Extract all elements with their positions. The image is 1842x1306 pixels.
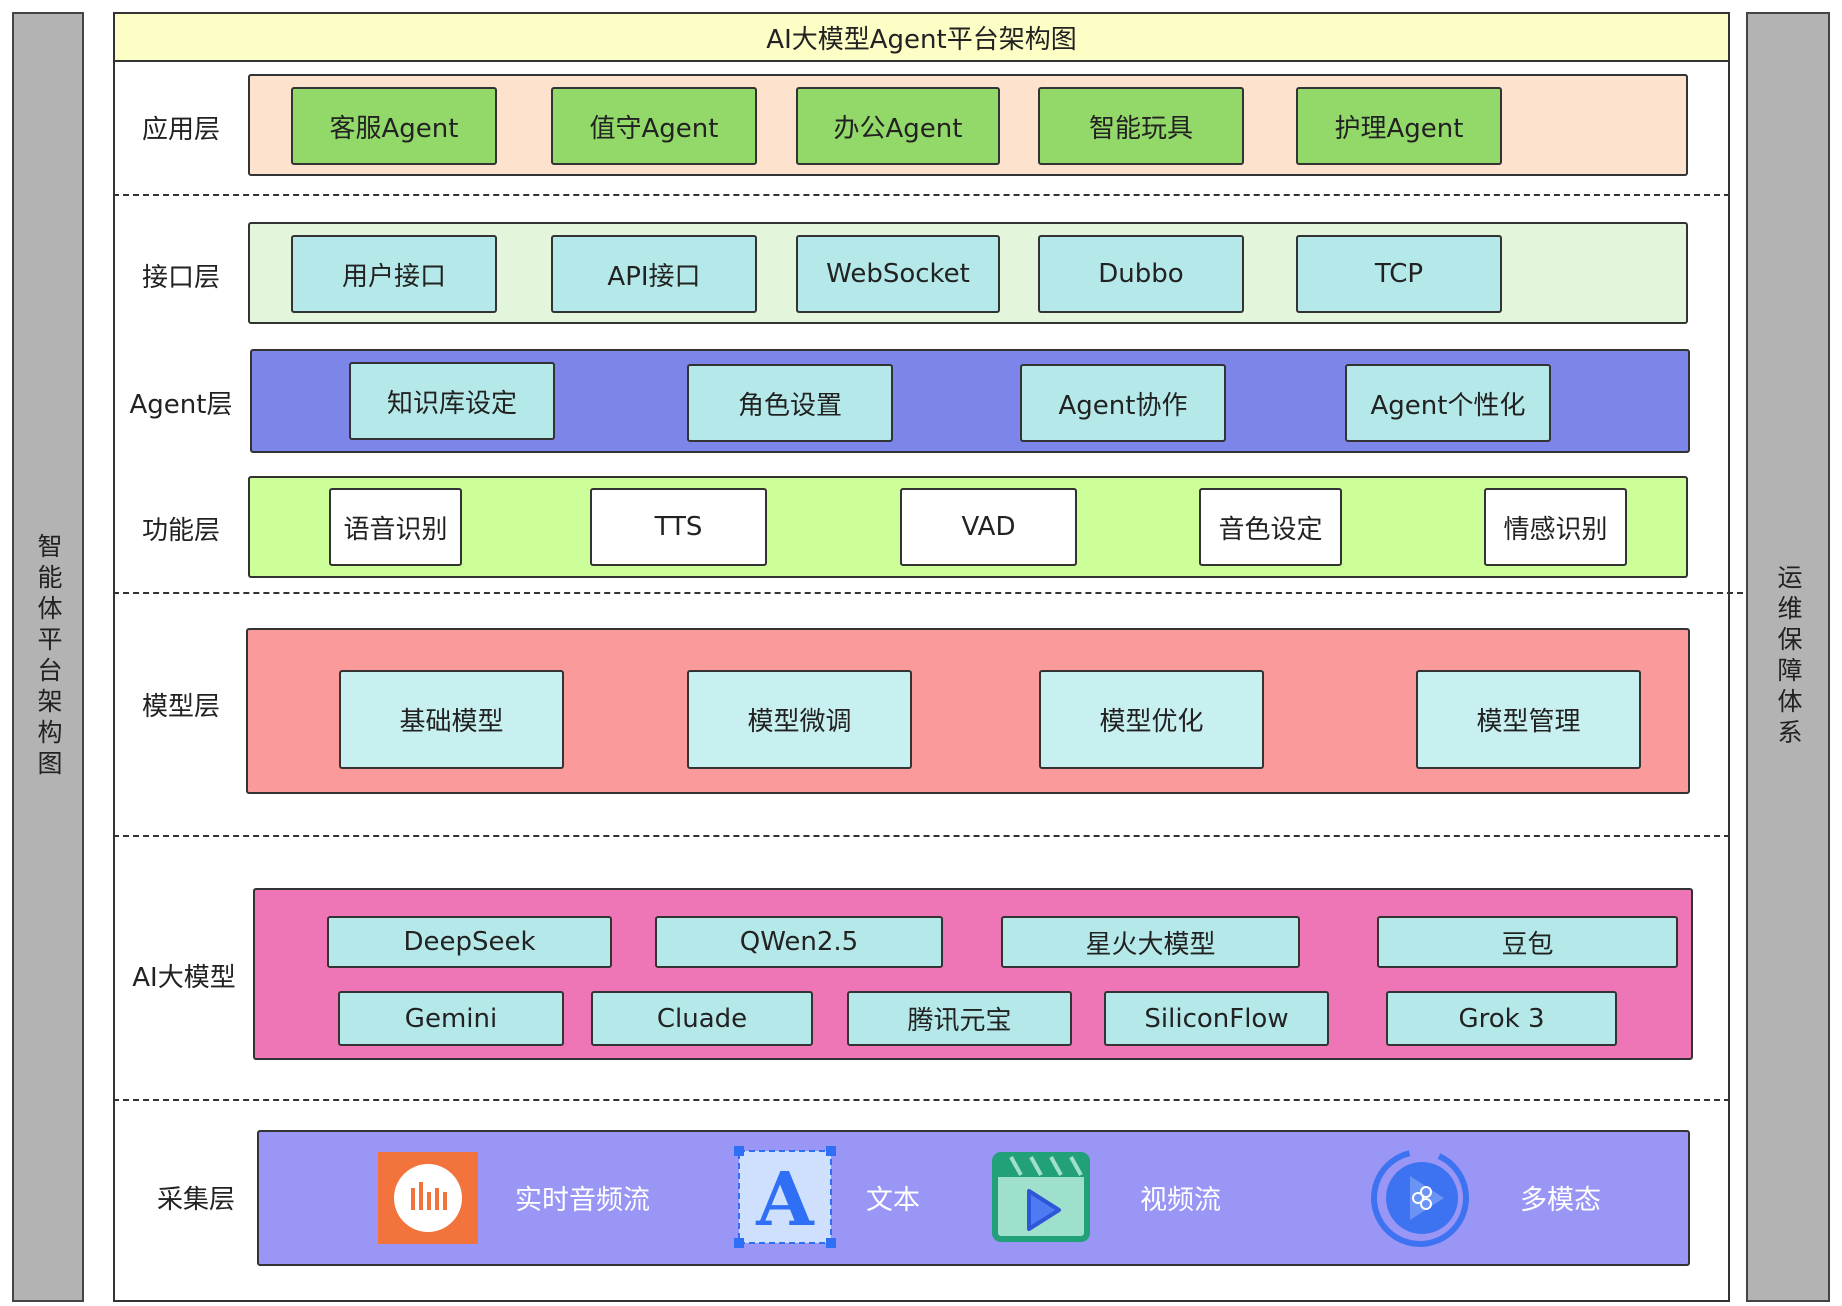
model-item: 模型优化 — [1039, 670, 1264, 769]
llm-item: Gemini — [338, 991, 564, 1046]
collect-item-label: 文本 — [866, 1184, 920, 1216]
audio-waveform-icon — [378, 1152, 478, 1244]
llm-item: Cluade — [591, 991, 813, 1046]
interface-item: WebSocket — [796, 235, 1000, 313]
llm-item: SiliconFlow — [1104, 991, 1329, 1046]
text-icon-glyph: A — [755, 1157, 815, 1243]
layer-label-function: 功能层 — [141, 515, 220, 546]
app-item: 客服Agent — [291, 87, 497, 165]
layer-label-collect: 采集层 — [156, 1184, 235, 1215]
model-item: 基础模型 — [339, 670, 564, 769]
function-item: 语音识别 — [329, 488, 462, 566]
left-side-panel: 智能体平台架构图 — [12, 12, 84, 1302]
agent-item: 知识库设定 — [349, 362, 555, 440]
collect-item-label: 视频流 — [1140, 1184, 1221, 1216]
agent-item: Agent协作 — [1020, 364, 1226, 442]
function-item: VAD — [900, 488, 1077, 566]
app-item: 办公Agent — [796, 87, 1000, 165]
app-item: 智能玩具 — [1038, 87, 1244, 165]
llm-item: Grok 3 — [1386, 991, 1617, 1046]
app-item: 值守Agent — [551, 87, 757, 165]
layer-label-llm: AI大模型 — [132, 962, 236, 993]
right-side-title: 运维保障体系 — [1774, 564, 1803, 750]
model-item: 模型管理 — [1416, 670, 1641, 769]
agent-item: Agent个性化 — [1345, 364, 1551, 442]
llm-item: 豆包 — [1377, 916, 1678, 968]
text-letter-a-icon: A — [733, 1145, 837, 1249]
separator — [113, 1099, 1730, 1101]
layer-label-app: 应用层 — [141, 114, 220, 145]
collect-item-label: 实时音频流 — [515, 1184, 650, 1216]
separator — [113, 194, 1730, 196]
separator — [113, 592, 1743, 594]
layer-label-agent: Agent层 — [129, 389, 233, 420]
layer-label-interface: 接口层 — [141, 262, 220, 293]
video-clapper-icon — [991, 1151, 1091, 1243]
llm-item: 腾讯元宝 — [847, 991, 1072, 1046]
interface-item: TCP — [1296, 235, 1502, 313]
llm-item: QWen2.5 — [655, 916, 943, 968]
interface-item: Dubbo — [1038, 235, 1244, 313]
model-item: 模型微调 — [687, 670, 912, 769]
function-item: 情感识别 — [1484, 488, 1627, 566]
function-item: 音色设定 — [1199, 488, 1342, 566]
left-side-title: 智能体平台架构图 — [34, 533, 63, 781]
llm-item: DeepSeek — [327, 916, 612, 968]
multimodal-play-icon — [1368, 1146, 1472, 1250]
layer-label-model: 模型层 — [141, 691, 220, 722]
separator — [113, 835, 1730, 837]
collect-item-label: 多模态 — [1520, 1184, 1601, 1216]
function-item: TTS — [590, 488, 767, 566]
agent-item: 角色设置 — [687, 364, 893, 442]
interface-item: API接口 — [551, 235, 757, 313]
right-side-panel: 运维保障体系 — [1746, 12, 1830, 1302]
interface-item: 用户接口 — [291, 235, 497, 313]
llm-item: 星火大模型 — [1001, 916, 1300, 968]
diagram-title: AI大模型Agent平台架构图 — [113, 12, 1730, 62]
app-item: 护理Agent — [1296, 87, 1502, 165]
